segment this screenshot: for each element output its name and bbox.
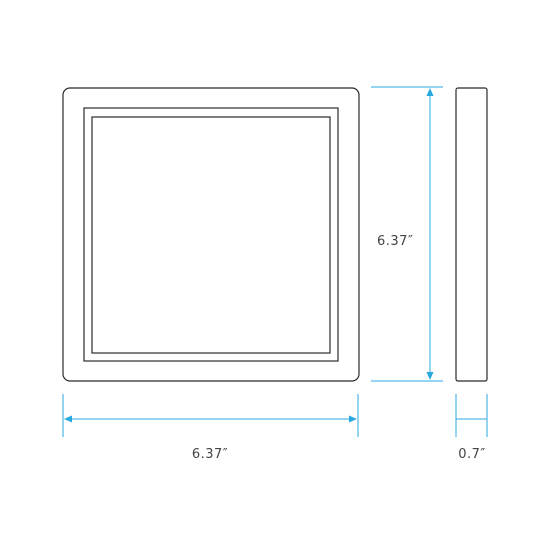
width-arrow-right (349, 415, 357, 423)
depth-dimension: 0.7″ (455, 394, 488, 462)
height-arrow-top (426, 88, 434, 96)
front-inner-frame (83, 107, 339, 362)
side-profile (455, 87, 488, 382)
depth-label: 0.7″ (458, 447, 486, 462)
width-label: 6.37″ (192, 447, 228, 462)
front-view (62, 87, 360, 382)
height-arrow-bottom (426, 372, 434, 380)
front-outer-frame (62, 87, 360, 382)
height-dimension: 6.37″ (371, 86, 443, 382)
width-arrow-left (64, 415, 72, 423)
height-label: 6.37″ (377, 234, 413, 249)
front-lens (91, 116, 331, 354)
side-view (455, 87, 488, 382)
width-dimension: 6.37″ (62, 394, 359, 462)
